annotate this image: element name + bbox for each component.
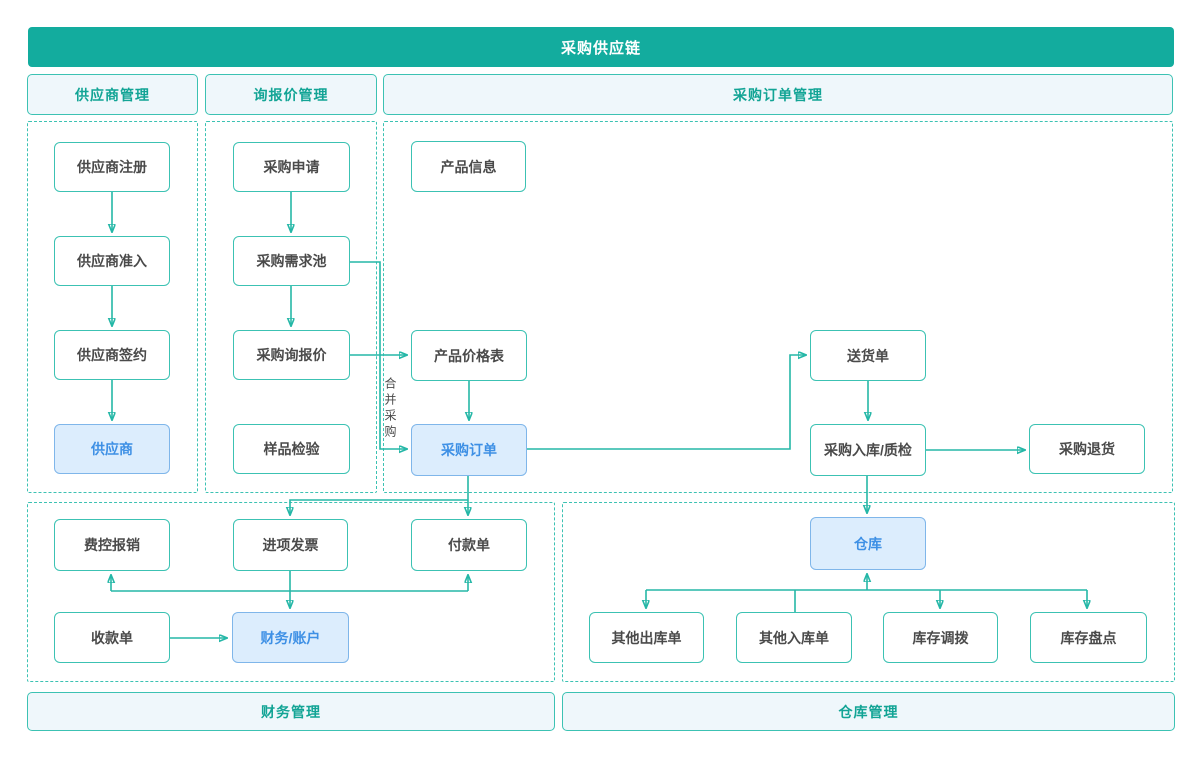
zone-finance-mgmt [27, 502, 555, 682]
edge-po-delivery [527, 355, 805, 450]
node-product-info: 产品信息 [411, 141, 526, 192]
lane-warehouse-mgmt: 仓库管理 [562, 692, 1175, 731]
node-inventory-count: 库存盘点 [1030, 612, 1147, 663]
zone-inquiry-mgmt [205, 121, 377, 493]
node-input-invoice: 进项发票 [233, 519, 348, 571]
zone-po-mgmt [383, 121, 1173, 493]
node-purchase-request: 采购申请 [233, 142, 350, 192]
edge-po-invoice [290, 499, 468, 514]
node-supplier-register: 供应商注册 [54, 142, 170, 192]
node-other-inbound: 其他入库单 [736, 612, 852, 663]
node-other-outbound: 其他出库单 [589, 612, 704, 663]
node-delivery-note: 送货单 [810, 330, 926, 381]
lane-inquiry-mgmt: 询报价管理 [205, 74, 377, 115]
node-supplier-admission: 供应商准入 [54, 236, 170, 286]
node-supplier: 供应商 [54, 424, 170, 474]
node-warehouse: 仓库 [810, 517, 926, 570]
node-sample-inspection: 样品检验 [233, 424, 350, 474]
node-purchase-return: 采购退货 [1029, 424, 1145, 474]
node-expense-reimbursement: 费控报销 [54, 519, 170, 571]
node-purchase-receipt-qc: 采购入库/质检 [810, 424, 926, 476]
title-banner: 采购供应链 [28, 27, 1174, 67]
lane-po-mgmt: 采购订单管理 [383, 74, 1173, 115]
node-product-price-list: 产品价格表 [411, 330, 527, 381]
edge-label-merge-purchasing: 合并采购 [383, 377, 397, 441]
node-supplier-signing: 供应商签约 [54, 330, 170, 380]
zone-supplier-mgmt [27, 121, 198, 493]
node-purchase-order: 采购订单 [411, 424, 527, 476]
node-inventory-transfer: 库存调拨 [883, 612, 998, 663]
node-payment-order: 付款单 [411, 519, 527, 571]
lane-finance-mgmt: 财务管理 [27, 692, 555, 731]
node-receipt-order: 收款单 [54, 612, 170, 663]
node-purchase-rfq: 采购询报价 [233, 330, 350, 380]
node-demand-pool: 采购需求池 [233, 236, 350, 286]
lane-supplier-mgmt: 供应商管理 [27, 74, 198, 115]
node-finance-account: 财务/账户 [232, 612, 349, 663]
zone-warehouse-mgmt [562, 502, 1175, 682]
